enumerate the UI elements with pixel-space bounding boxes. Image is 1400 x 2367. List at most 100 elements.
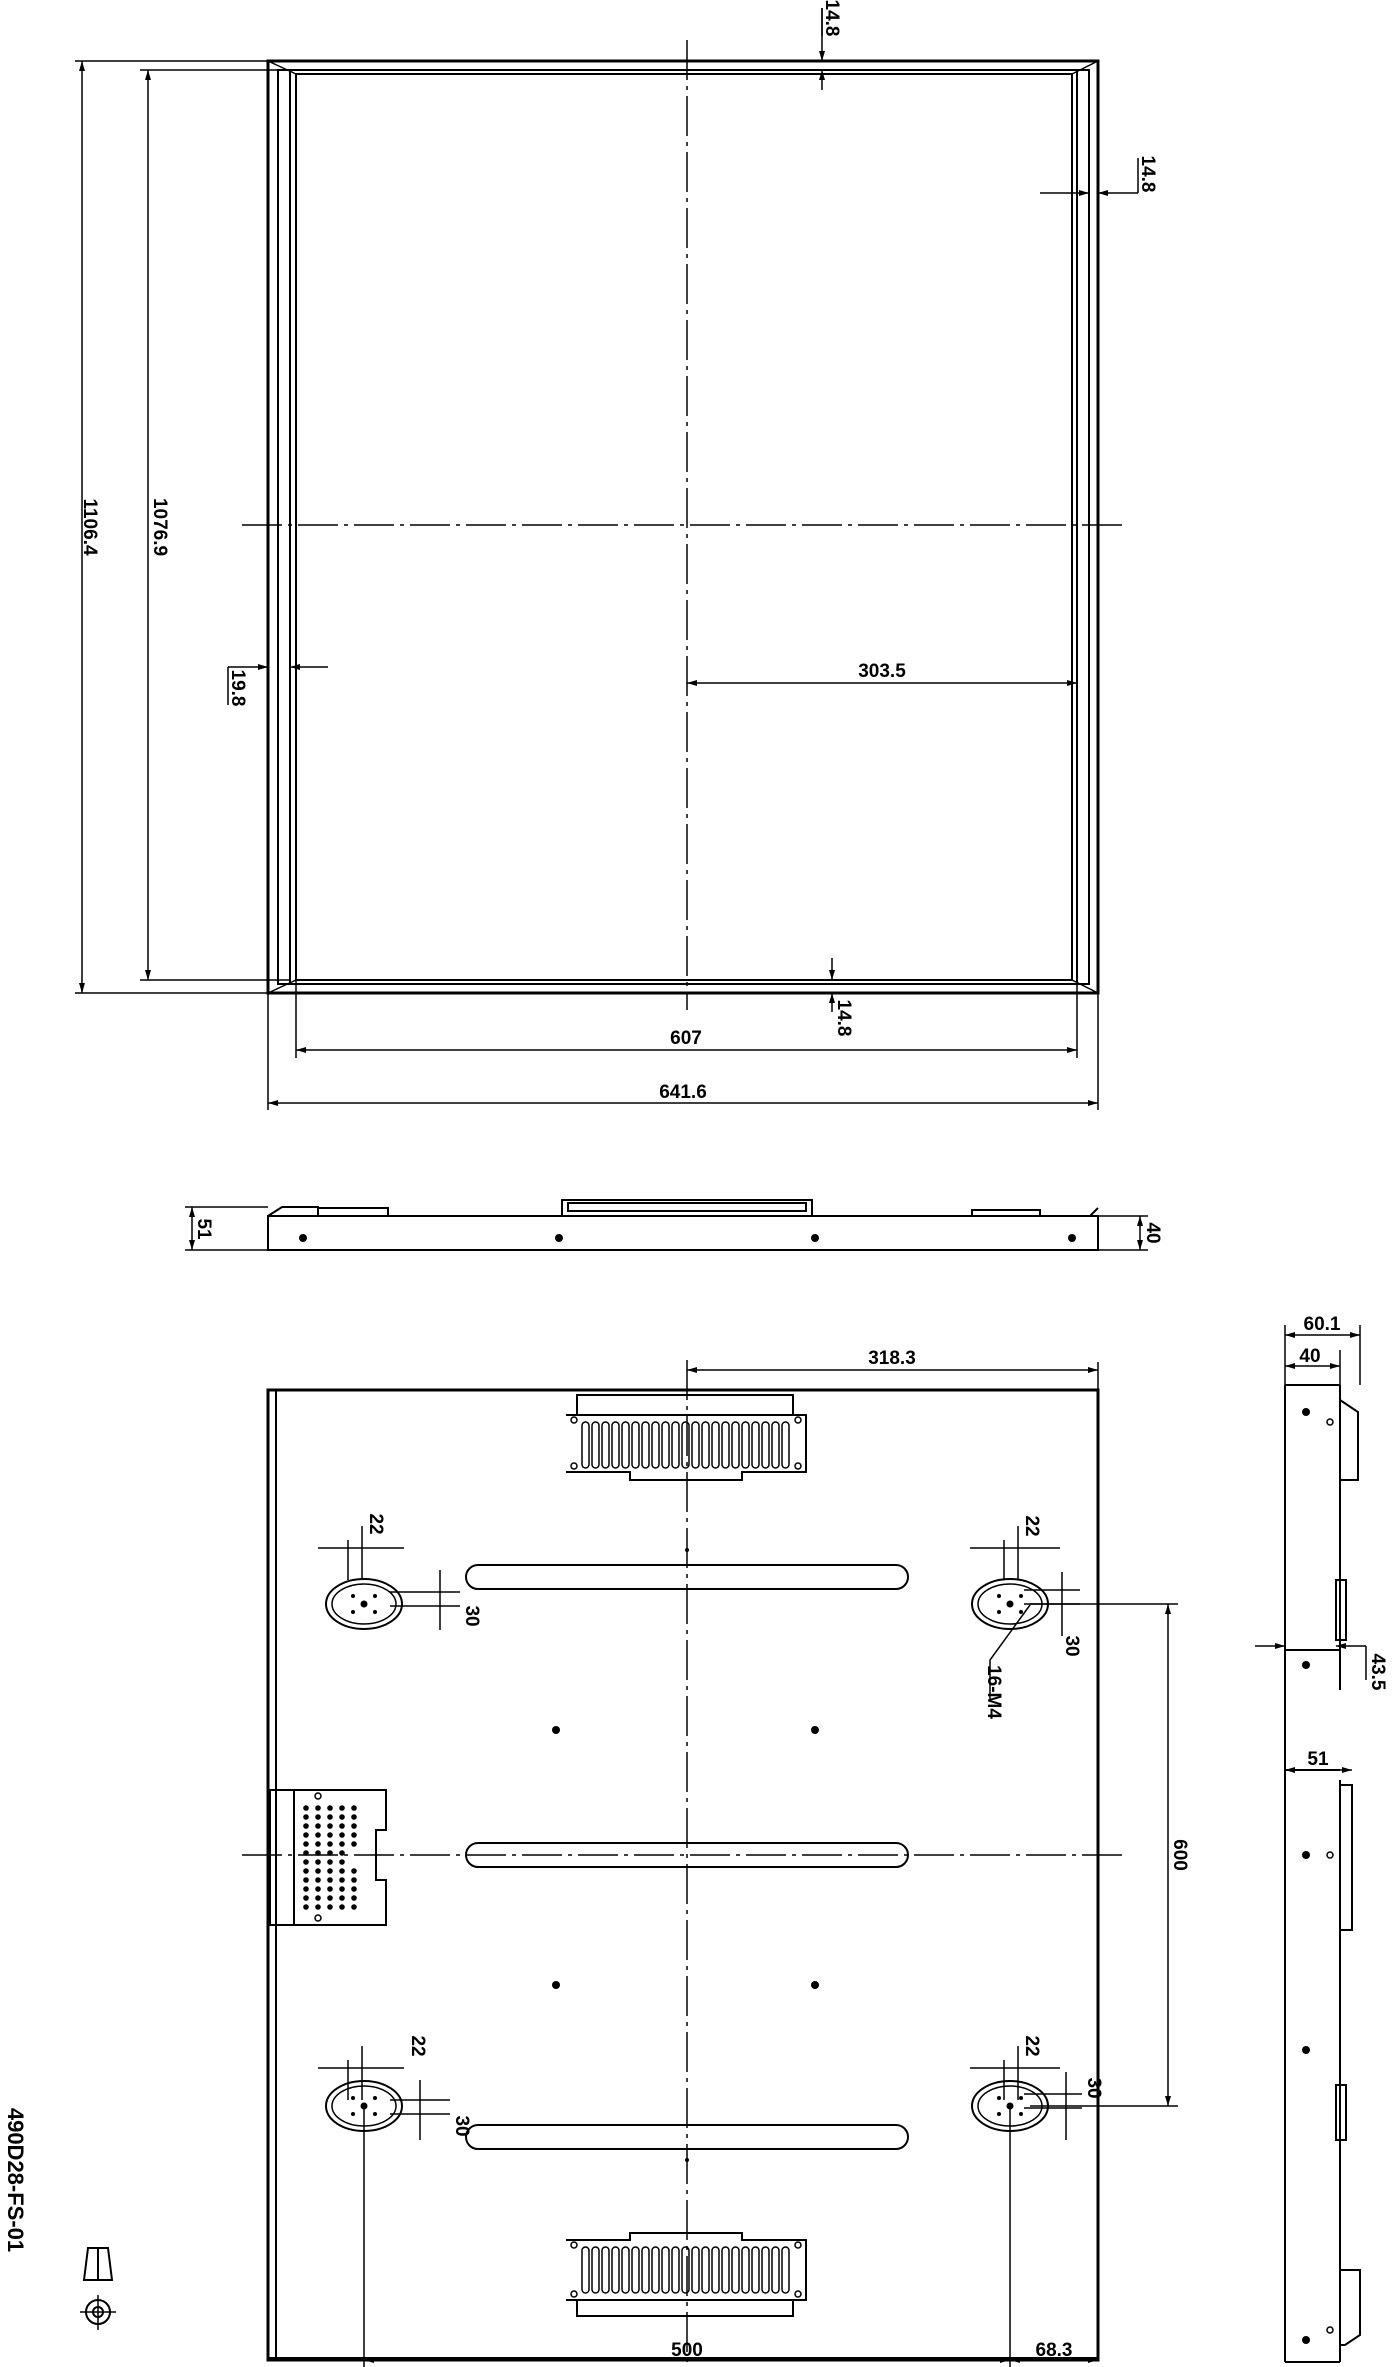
dim-hole-offset-a: 22 [365, 1513, 386, 1534]
projection-symbol-icon [80, 2247, 116, 2330]
dim-hole-height-b: 30 [1061, 1635, 1082, 1656]
vent-slot [741, 2246, 750, 2294]
dim-frame-left: 19.8 [227, 670, 248, 707]
bottom-vent [566, 2232, 807, 2317]
vent-slot [681, 2246, 690, 2294]
mount-hole [360, 1600, 368, 1608]
title-block: 490D28-FS-01 [3, 2108, 116, 2330]
connector-pin [315, 1877, 321, 1883]
connector-pin [327, 1805, 333, 1811]
front-view: 1106.4 1076.9 607 641.6 303.5 14.8 14.8 [75, 0, 1158, 1110]
connector-pin [315, 1832, 321, 1838]
dim-hole-height-a: 30 [461, 1605, 482, 1626]
vent-slot [701, 1421, 710, 1469]
vent-slot [741, 1421, 750, 1469]
thread-hole [351, 2112, 355, 2116]
vent-slot [781, 1421, 790, 1469]
connector-pin [315, 1841, 321, 1847]
vent-slot [581, 1421, 590, 1469]
vent-slot [761, 2246, 770, 2294]
connector-pin [327, 1823, 333, 1829]
thread-hole [373, 2112, 377, 2116]
connector-pin [303, 1850, 309, 1856]
connector-pin [327, 1904, 333, 1910]
connector-pin [327, 1814, 333, 1820]
dim-edge-total-depth: 60.1 [1304, 1314, 1341, 1335]
rear-view: 318.3 22 30 22 30 16-M4 600 22 [242, 1348, 1190, 2367]
thread-hole [997, 1594, 1001, 1598]
side-view: 51 40 [185, 1199, 1163, 1251]
vent-slot [671, 2246, 680, 2294]
connector-pin [327, 1832, 333, 1838]
connector-pin [303, 1886, 309, 1892]
vent-slot [651, 1421, 660, 1469]
connector-pin [315, 1823, 321, 1829]
thread-hole [351, 1610, 355, 1614]
dim-frame-bottom: 14.8 [833, 1000, 854, 1037]
vent-slot [641, 2246, 650, 2294]
dim-side-left-height: 51 [193, 1218, 214, 1240]
connector-pin [327, 1850, 333, 1856]
vent-slot [711, 2246, 720, 2294]
connector-pin [303, 1895, 309, 1901]
connector-pin [339, 1877, 345, 1883]
connector-pin [327, 1886, 333, 1892]
connector-pin [351, 1895, 357, 1901]
vent-slot [591, 1421, 600, 1469]
vent-slot [611, 2246, 620, 2294]
vent-slot [661, 1421, 670, 1469]
thread-hole [1019, 2112, 1023, 2116]
dim-hole-spacing-h: 500 [671, 2340, 703, 2361]
dim-hole-offset-b: 22 [1021, 1515, 1042, 1536]
connector-pin [303, 1859, 309, 1865]
connector-pin [327, 1841, 333, 1847]
dim-edge-mid: 43.5 [1367, 1654, 1388, 1691]
vent-slot [671, 1421, 680, 1469]
connector-pin [303, 1904, 309, 1910]
thread-hole [373, 1594, 377, 1598]
connector-pin [327, 1868, 333, 1874]
dim-side-right-height: 40 [1142, 1222, 1163, 1243]
connector-pin [339, 1805, 345, 1811]
connector-pin [315, 1904, 321, 1910]
dim-rear-half-width: 318.3 [868, 1348, 916, 1369]
thread-hole [997, 2096, 1001, 2100]
dim-frame-top: 14.8 [821, 0, 842, 36]
vent-slot [701, 2246, 710, 2294]
connector-pin [351, 1877, 357, 1883]
connector-pin [315, 1895, 321, 1901]
thread-hole [1019, 1610, 1023, 1614]
vent-slot [721, 1421, 730, 1469]
dim-hole-height-d: 30 [1083, 2077, 1104, 2098]
connector-pin [351, 1904, 357, 1910]
connector-pin [327, 1859, 333, 1865]
connector-pin [339, 1841, 345, 1847]
connector-pin [339, 1823, 345, 1829]
connector-box [269, 1789, 387, 1926]
connector-pin [303, 1832, 309, 1838]
thread-hole [351, 1594, 355, 1598]
connector-pin [303, 1868, 309, 1874]
connector-pin [351, 1832, 357, 1838]
vent-slot [611, 1421, 620, 1469]
dim-hole-offset-c: 22 [407, 2035, 428, 2056]
vent-slot [751, 1421, 760, 1469]
connector-pin [339, 1814, 345, 1820]
top-vent [566, 1394, 807, 1481]
vent-slot [601, 2246, 610, 2294]
mount-boss [325, 1578, 403, 1630]
dim-width-inner: 607 [670, 1028, 702, 1049]
connector-pin [351, 1805, 357, 1811]
connector-pin [339, 1895, 345, 1901]
thread-hole [997, 2112, 1001, 2116]
thread-hole [997, 1610, 1001, 1614]
vent-slot [721, 2246, 730, 2294]
connector-pin [315, 1814, 321, 1820]
connector-pin [303, 1805, 309, 1811]
connector-pin [339, 1832, 345, 1838]
vent-slot [631, 2246, 640, 2294]
dim-half-width: 303.5 [858, 661, 906, 682]
vent-slot [681, 1421, 690, 1469]
connector-pin [351, 1868, 357, 1874]
thread-hole [1019, 1594, 1023, 1598]
